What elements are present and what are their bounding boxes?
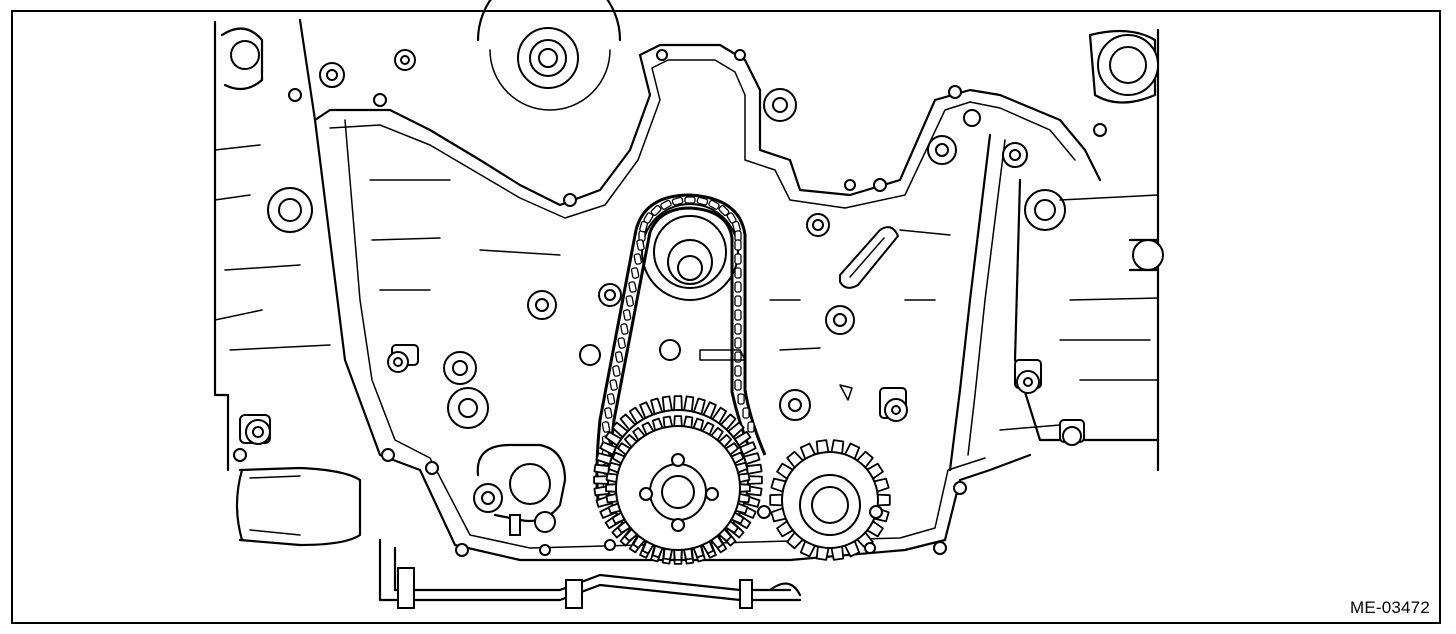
top-boss-right <box>763 29 1159 122</box>
engine-block-outline <box>213 18 1160 562</box>
chain-link <box>737 393 745 405</box>
chain-link <box>614 351 624 363</box>
chain-link <box>601 421 611 433</box>
chain-link <box>747 421 755 433</box>
chain-link <box>633 253 643 265</box>
chain-link <box>734 309 742 321</box>
studs <box>239 344 1085 446</box>
figure-code: ME-03472 <box>1349 598 1430 617</box>
side-bosses <box>267 109 1164 429</box>
chain-link <box>734 323 742 335</box>
chain-link <box>708 199 720 210</box>
chain-link <box>625 295 635 307</box>
crank-sprocket <box>593 395 763 565</box>
chain-link <box>734 295 742 307</box>
bottom-pipe <box>378 538 802 609</box>
chain-link <box>671 196 684 206</box>
chain-link <box>612 365 621 377</box>
chain-link <box>606 393 616 405</box>
chain-link <box>622 309 632 321</box>
chain-link <box>734 365 742 377</box>
chain-link <box>620 323 629 335</box>
chain-link <box>609 379 618 391</box>
lower-left-housing <box>473 443 567 536</box>
top-boss-left <box>220 27 416 91</box>
oil-pump-gear <box>757 384 891 561</box>
block-detail-lines <box>214 144 1159 431</box>
lower-hose <box>235 466 362 547</box>
chain-link <box>734 239 742 251</box>
chain-link <box>636 239 645 251</box>
chain-link <box>650 205 662 216</box>
top-pulley-left <box>476 0 622 111</box>
slotted-bracket <box>839 226 900 289</box>
chain-link <box>617 337 626 349</box>
chain-link <box>734 337 742 349</box>
chain-link <box>734 267 742 279</box>
chain-link <box>742 407 750 419</box>
chain-link <box>734 281 742 293</box>
cam-sprocket <box>641 203 739 301</box>
chain-link <box>660 199 672 210</box>
chain-link <box>684 196 696 204</box>
chain-link <box>734 253 742 265</box>
chain-link <box>604 407 613 419</box>
chain-link <box>734 379 742 391</box>
chain-link <box>630 267 640 279</box>
edge-bolt-holes <box>233 49 1107 557</box>
chain-link <box>628 281 637 293</box>
chain-link <box>696 196 709 206</box>
chain-link <box>643 212 654 224</box>
